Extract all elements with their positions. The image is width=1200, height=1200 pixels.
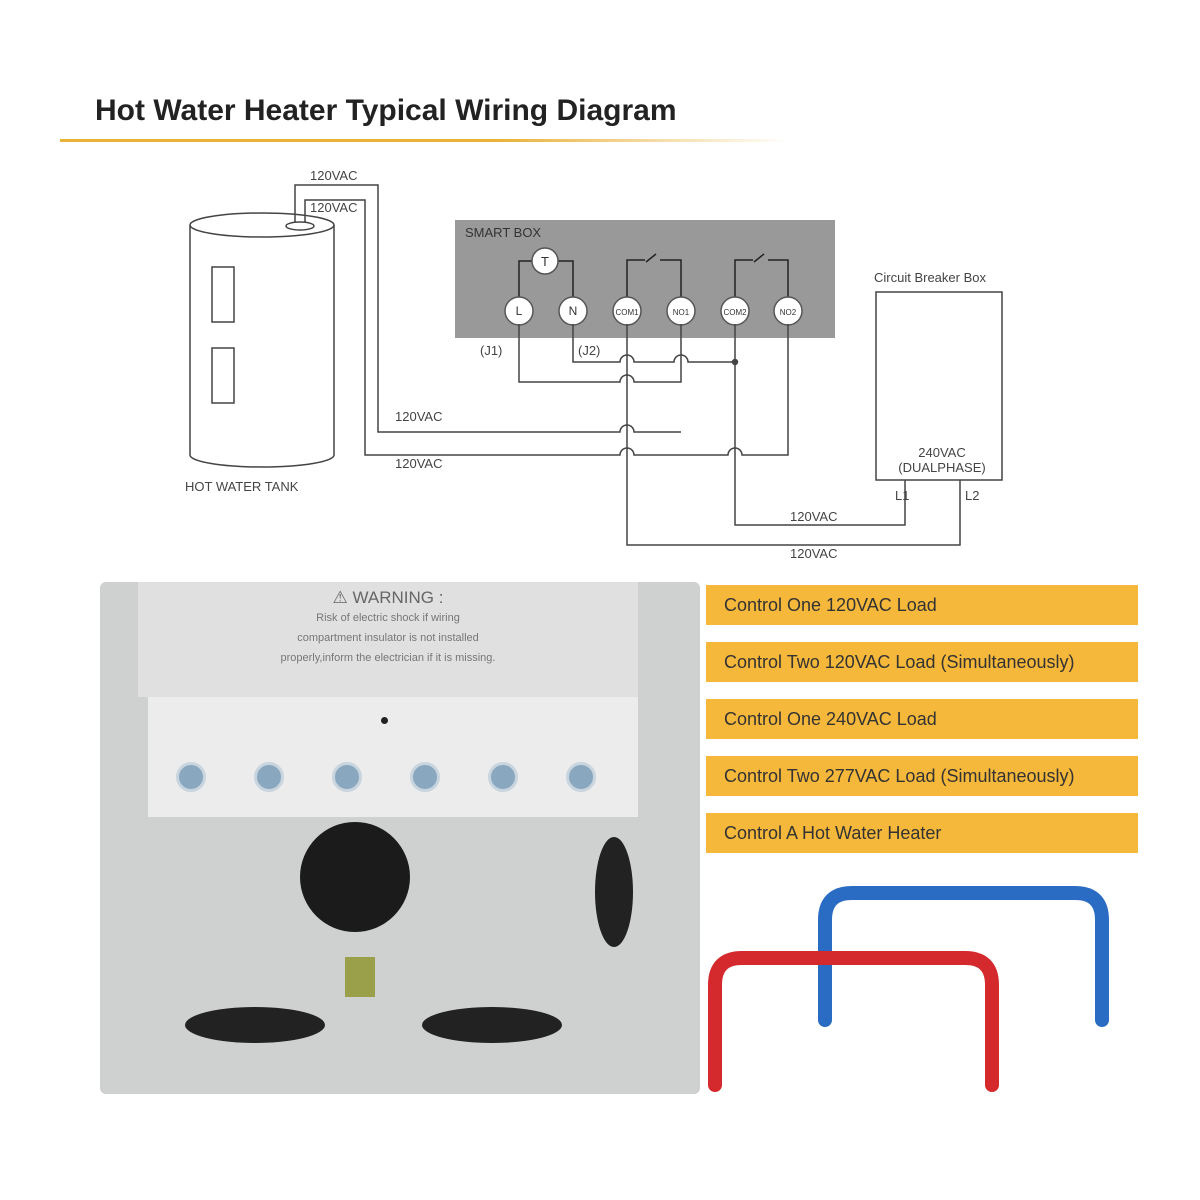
tank-label: HOT WATER TANK bbox=[185, 479, 299, 494]
terminal-screw bbox=[332, 762, 362, 792]
terminal-screw bbox=[254, 762, 284, 792]
l2-label: L2 bbox=[965, 488, 979, 503]
terminal-label: NO2 bbox=[780, 308, 797, 317]
thermostat-label: T bbox=[541, 254, 549, 269]
terminal-label: NO1 bbox=[673, 308, 690, 317]
title-underline bbox=[60, 139, 790, 142]
j2-label: (J2) bbox=[578, 343, 600, 358]
l1-label: L1 bbox=[895, 488, 909, 503]
warning-heading-text: WARNING : bbox=[352, 588, 444, 607]
diagram-title: Hot Water Heater Typical Wiring Diagram bbox=[95, 94, 677, 127]
product-photo: ⚠ WARNING : Risk of electric shock if wi… bbox=[100, 582, 700, 1094]
breaker-phase: (DUALPHASE) bbox=[898, 460, 985, 475]
feature-label: Control One 120VAC Load bbox=[706, 585, 1138, 625]
terminal-screw bbox=[488, 762, 518, 792]
terminal-label: COM2 bbox=[723, 308, 747, 317]
warning-line: properly,inform the electrician if it is… bbox=[280, 652, 496, 664]
terminal-screw bbox=[566, 762, 596, 792]
terminal-label: COM1 bbox=[615, 308, 639, 317]
feature-label: Control One 240VAC Load bbox=[706, 699, 1138, 739]
red-jumper-wire bbox=[708, 951, 999, 1092]
warning-heading: ⚠ WARNING : bbox=[332, 588, 444, 607]
blue-jumper-wire bbox=[818, 886, 1109, 1027]
warning-line: Risk of electric shock if wiring bbox=[316, 612, 460, 624]
smart-box-label: SMART BOX bbox=[465, 225, 541, 240]
terminal-strip bbox=[148, 697, 638, 817]
grommet bbox=[185, 1007, 325, 1043]
warning-panel: ⚠ WARNING : Risk of electric shock if wi… bbox=[138, 582, 638, 697]
terminal-label: L bbox=[516, 304, 523, 318]
knockout-plug bbox=[300, 822, 410, 932]
terminal-label: N bbox=[569, 304, 578, 318]
feature-label: Control A Hot Water Heater bbox=[706, 813, 1138, 853]
voltage-label: 120VAC bbox=[395, 409, 442, 424]
voltage-label: 120VAC bbox=[310, 168, 357, 183]
voltage-label: 120VAC bbox=[395, 456, 442, 471]
grommet bbox=[595, 837, 633, 947]
feature-label: Control Two 277VAC Load (Simultaneously) bbox=[706, 756, 1138, 796]
hot-water-tank-icon bbox=[189, 212, 335, 468]
j1-label: (J1) bbox=[480, 343, 502, 358]
voltage-label: 120VAC bbox=[310, 200, 357, 215]
feature-label: Control Two 120VAC Load (Simultaneously) bbox=[706, 642, 1138, 682]
wiring-diagram: HOT WATER TANK SMART BOX T L N COM1 NO1 COM2… bbox=[185, 168, 1003, 561]
warning-line: compartment insulator is not installed bbox=[297, 632, 479, 644]
voltage-label: 120VAC bbox=[790, 546, 837, 561]
breaker-voltage: 240VAC bbox=[918, 445, 965, 460]
ground-screw bbox=[345, 957, 375, 997]
voltage-label: 120VAC bbox=[790, 509, 837, 524]
grommet bbox=[422, 1007, 562, 1043]
terminal-screw bbox=[410, 762, 440, 792]
terminal-screw bbox=[176, 762, 206, 792]
breaker-label: Circuit Breaker Box bbox=[874, 270, 986, 285]
